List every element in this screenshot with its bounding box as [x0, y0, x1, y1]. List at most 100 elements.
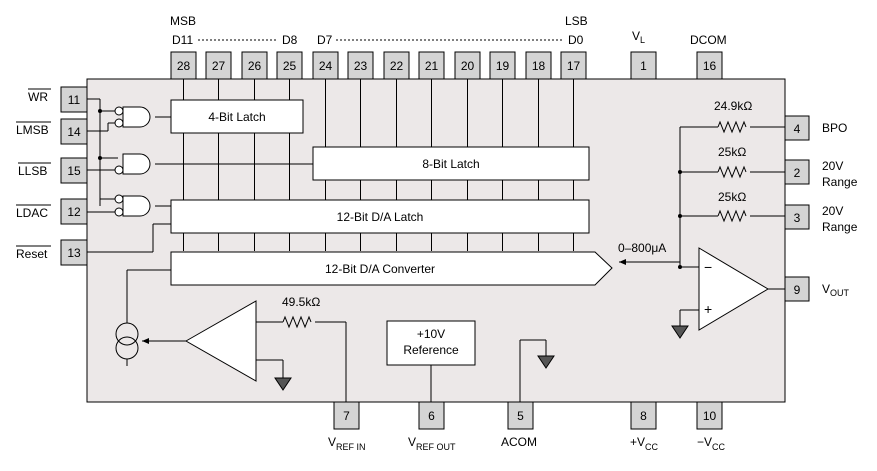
reset-label: Reset	[16, 247, 48, 261]
d11-label: D11	[172, 33, 193, 47]
resistor-25k-b	[717, 209, 747, 223]
opamp-plus: +	[704, 301, 712, 317]
left-pin-15: 15	[60, 157, 88, 184]
vcc-plus-label: +VCC	[630, 435, 659, 452]
svg-text:21: 21	[425, 59, 439, 73]
svg-text:6: 6	[428, 409, 435, 423]
top-pin-20: 20	[454, 51, 481, 80]
reference-block	[386, 320, 476, 366]
d7-label: D7	[317, 33, 333, 47]
right-pin-9: 9	[784, 276, 810, 302]
twelve-bit-da-latch	[170, 199, 590, 234]
svg-text:25: 25	[283, 59, 297, 73]
right-pin-3: 3	[784, 204, 810, 230]
top-pin-26: 26	[241, 51, 268, 80]
resistor-24-9k	[717, 120, 747, 134]
bottom-pin-6: 6	[418, 401, 445, 430]
opamp-minus: −	[704, 259, 712, 275]
msb-label: MSB	[170, 14, 196, 28]
ground-icon	[671, 325, 689, 339]
top-pin-17: 17	[560, 51, 587, 80]
resistor-49-5k	[282, 315, 312, 329]
top-pin-16: 16	[696, 51, 723, 80]
ground-icon	[537, 355, 555, 369]
svg-text:9: 9	[794, 283, 801, 297]
twelve-bit-da-converter	[170, 251, 613, 286]
svg-text:2: 2	[794, 166, 801, 180]
dcom-label: DCOM	[690, 33, 727, 47]
svg-text:23: 23	[354, 59, 368, 73]
four-bit-latch-label: 4-Bit Latch	[208, 110, 265, 124]
top-pin-25: 25	[276, 51, 303, 80]
svg-text:10: 10	[703, 409, 717, 423]
lmsb-label: LMSB	[16, 123, 49, 137]
vout-label: VOUT	[822, 282, 850, 298]
left-pin-13: 13	[60, 239, 88, 266]
svg-text:14: 14	[67, 125, 81, 139]
bottom-pin-8: 8	[630, 401, 657, 430]
svg-text:5: 5	[517, 409, 524, 423]
svg-text:4: 4	[794, 122, 801, 136]
and-gate-lmsb	[114, 106, 151, 128]
resistor-25k-a-label: 25kΩ	[718, 145, 746, 159]
reference-line2: Reference	[403, 343, 459, 357]
top-pin-27: 27	[205, 51, 232, 80]
resistor-49-5k-label: 49.5kΩ	[282, 295, 320, 309]
range-2-line2: Range	[822, 175, 858, 189]
vl-label: VL	[632, 29, 645, 45]
range-3-line2: Range	[822, 220, 858, 234]
reference-amplifier	[184, 300, 257, 382]
current-label: 0–800μA	[618, 241, 666, 255]
top-pin-19: 19	[489, 51, 516, 80]
left-pin-11: 11	[60, 86, 88, 113]
svg-text:8: 8	[640, 409, 647, 423]
acom-label: ACOM	[501, 435, 537, 449]
svg-text:28: 28	[177, 59, 191, 73]
resistor-25k-a	[717, 165, 747, 179]
control-wiring	[87, 98, 313, 253]
svg-text:27: 27	[212, 59, 226, 73]
left-pin-12: 12	[60, 198, 88, 225]
range-2-line1: 20V	[822, 159, 843, 173]
left-pin-14: 14	[60, 118, 88, 145]
four-bit-latch	[170, 99, 304, 134]
llsb-label: LLSB	[18, 164, 47, 178]
bottom-pin-7: 7	[333, 401, 360, 430]
ldac-label: LDAC	[16, 206, 48, 220]
vref-out-label: VREF OUT	[408, 435, 456, 452]
svg-text:18: 18	[532, 59, 546, 73]
svg-text:7: 7	[343, 409, 350, 423]
right-pin-2: 2	[784, 159, 810, 185]
svg-text:1: 1	[640, 59, 647, 73]
svg-text:12: 12	[67, 205, 81, 219]
bpo-label: BPO	[822, 121, 847, 135]
vref-in-label: VREF IN	[328, 435, 366, 452]
output-amplifier	[698, 247, 769, 331]
top-pin-22: 22	[383, 51, 410, 80]
top-pin-21: 21	[418, 51, 445, 80]
vcc-minus-label: −VCC	[697, 435, 726, 452]
bottom-pin-10: 10	[696, 401, 723, 430]
eight-bit-latch-label: 8-Bit Latch	[422, 157, 479, 171]
svg-text:11: 11	[68, 93, 81, 107]
svg-text:16: 16	[703, 59, 717, 73]
top-pin-24: 24	[312, 51, 339, 80]
svg-text:20: 20	[461, 59, 475, 73]
bottom-pin-5: 5	[507, 401, 534, 430]
and-gate-llsb	[114, 153, 151, 175]
twelve-bit-da-latch-label: 12-Bit D/A Latch	[337, 210, 424, 224]
svg-text:17: 17	[567, 59, 581, 73]
and-gate-ldac	[114, 194, 151, 217]
top-pin-18: 18	[525, 51, 552, 80]
right-pin-4: 4	[784, 115, 810, 141]
svg-text:24: 24	[319, 59, 333, 73]
svg-text:13: 13	[67, 246, 81, 260]
svg-text:15: 15	[67, 164, 81, 178]
range-3-line1: 20V	[822, 204, 843, 218]
top-pin-1: 1	[630, 51, 657, 80]
lsb-label: LSB	[565, 14, 588, 28]
eight-bit-latch	[312, 146, 590, 181]
top-pin-23: 23	[347, 51, 374, 80]
wr-label: WR	[28, 90, 48, 104]
